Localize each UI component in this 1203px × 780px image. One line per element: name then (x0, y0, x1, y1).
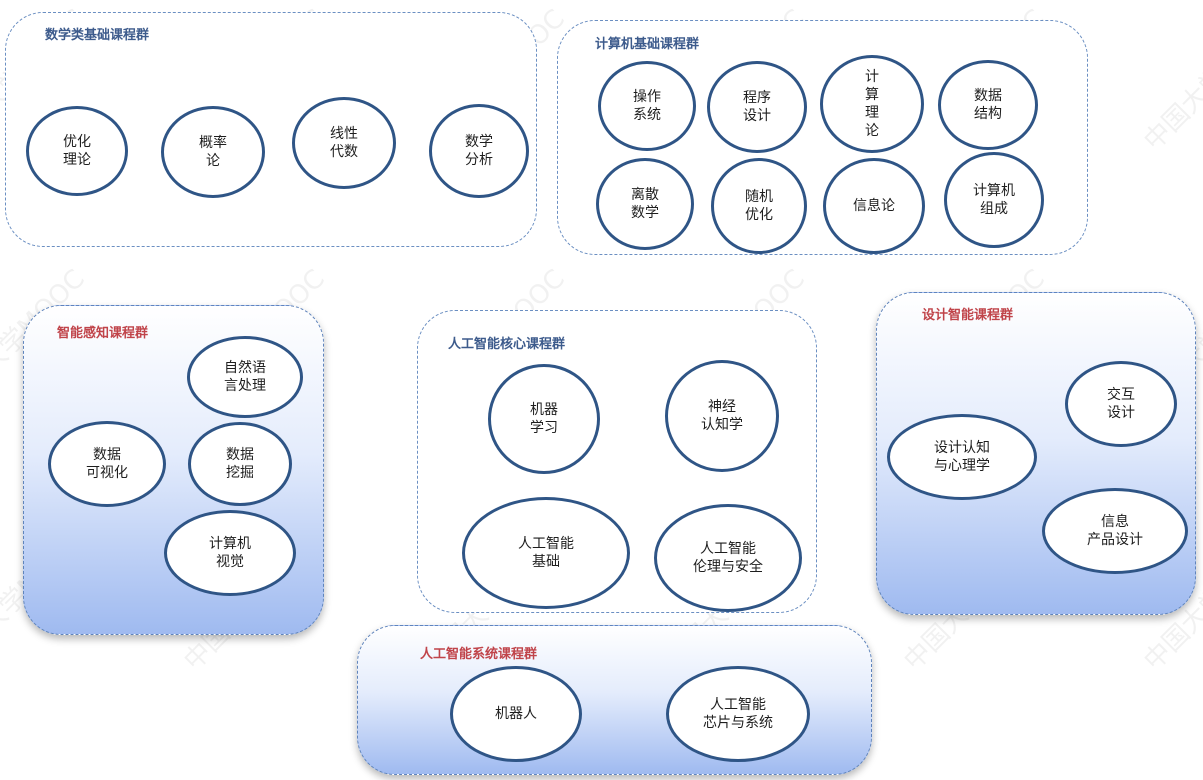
group-title-ai-systems: 人工智能系统课程群 (420, 647, 538, 662)
course-ai-chips-systems: 人工智能 芯片与系统 (666, 666, 810, 762)
course-stochastic-optimization: 随机 优化 (711, 158, 807, 254)
course-neurocognition: 神经 认知学 (665, 360, 779, 472)
course-linear-algebra: 线性 代数 (292, 97, 396, 189)
course-design-cognition-psychology: 设计认知 与心理学 (887, 414, 1037, 500)
group-title-cs: 计算机基础课程群 (595, 37, 700, 52)
course-robotics: 机器人 (450, 666, 582, 762)
course-computer-organization: 计算机 组成 (944, 152, 1044, 248)
course-interaction-design: 交互 设计 (1065, 361, 1177, 447)
course-machine-learning: 机器 学习 (488, 364, 600, 474)
course-data-mining: 数据 挖掘 (188, 422, 292, 506)
course-info-product-design: 信息 产品设计 (1042, 488, 1188, 574)
course-nlp: 自然语 言处理 (187, 336, 303, 418)
course-ai-fundamentals: 人工智能 基础 (462, 497, 630, 609)
course-data-visualization: 数据 可视化 (48, 421, 166, 507)
course-probability: 概率 论 (161, 106, 265, 198)
course-ai-ethics-security: 人工智能 伦理与安全 (654, 504, 802, 612)
group-title-math: 数学类基础课程群 (45, 28, 150, 43)
course-information-theory: 信息论 (823, 158, 925, 254)
course-data-structures: 数据 结构 (938, 60, 1038, 150)
course-math-analysis: 数学 分析 (429, 104, 529, 198)
course-operating-system: 操作 系统 (598, 61, 696, 151)
course-theory-of-computation: 计 算 理 论 (820, 55, 924, 153)
course-computer-vision: 计算机 视觉 (164, 510, 296, 596)
group-title-perception: 智能感知课程群 (57, 326, 149, 341)
group-title-design: 设计智能课程群 (922, 308, 1014, 323)
course-programming: 程序 设计 (707, 61, 807, 153)
group-title-ai-core: 人工智能核心课程群 (448, 337, 566, 352)
watermark-text: 中国大学MOOC (1138, 4, 1203, 157)
course-discrete-math: 离散 数学 (596, 158, 694, 250)
course-optimization-theory: 优化 理论 (26, 106, 128, 196)
